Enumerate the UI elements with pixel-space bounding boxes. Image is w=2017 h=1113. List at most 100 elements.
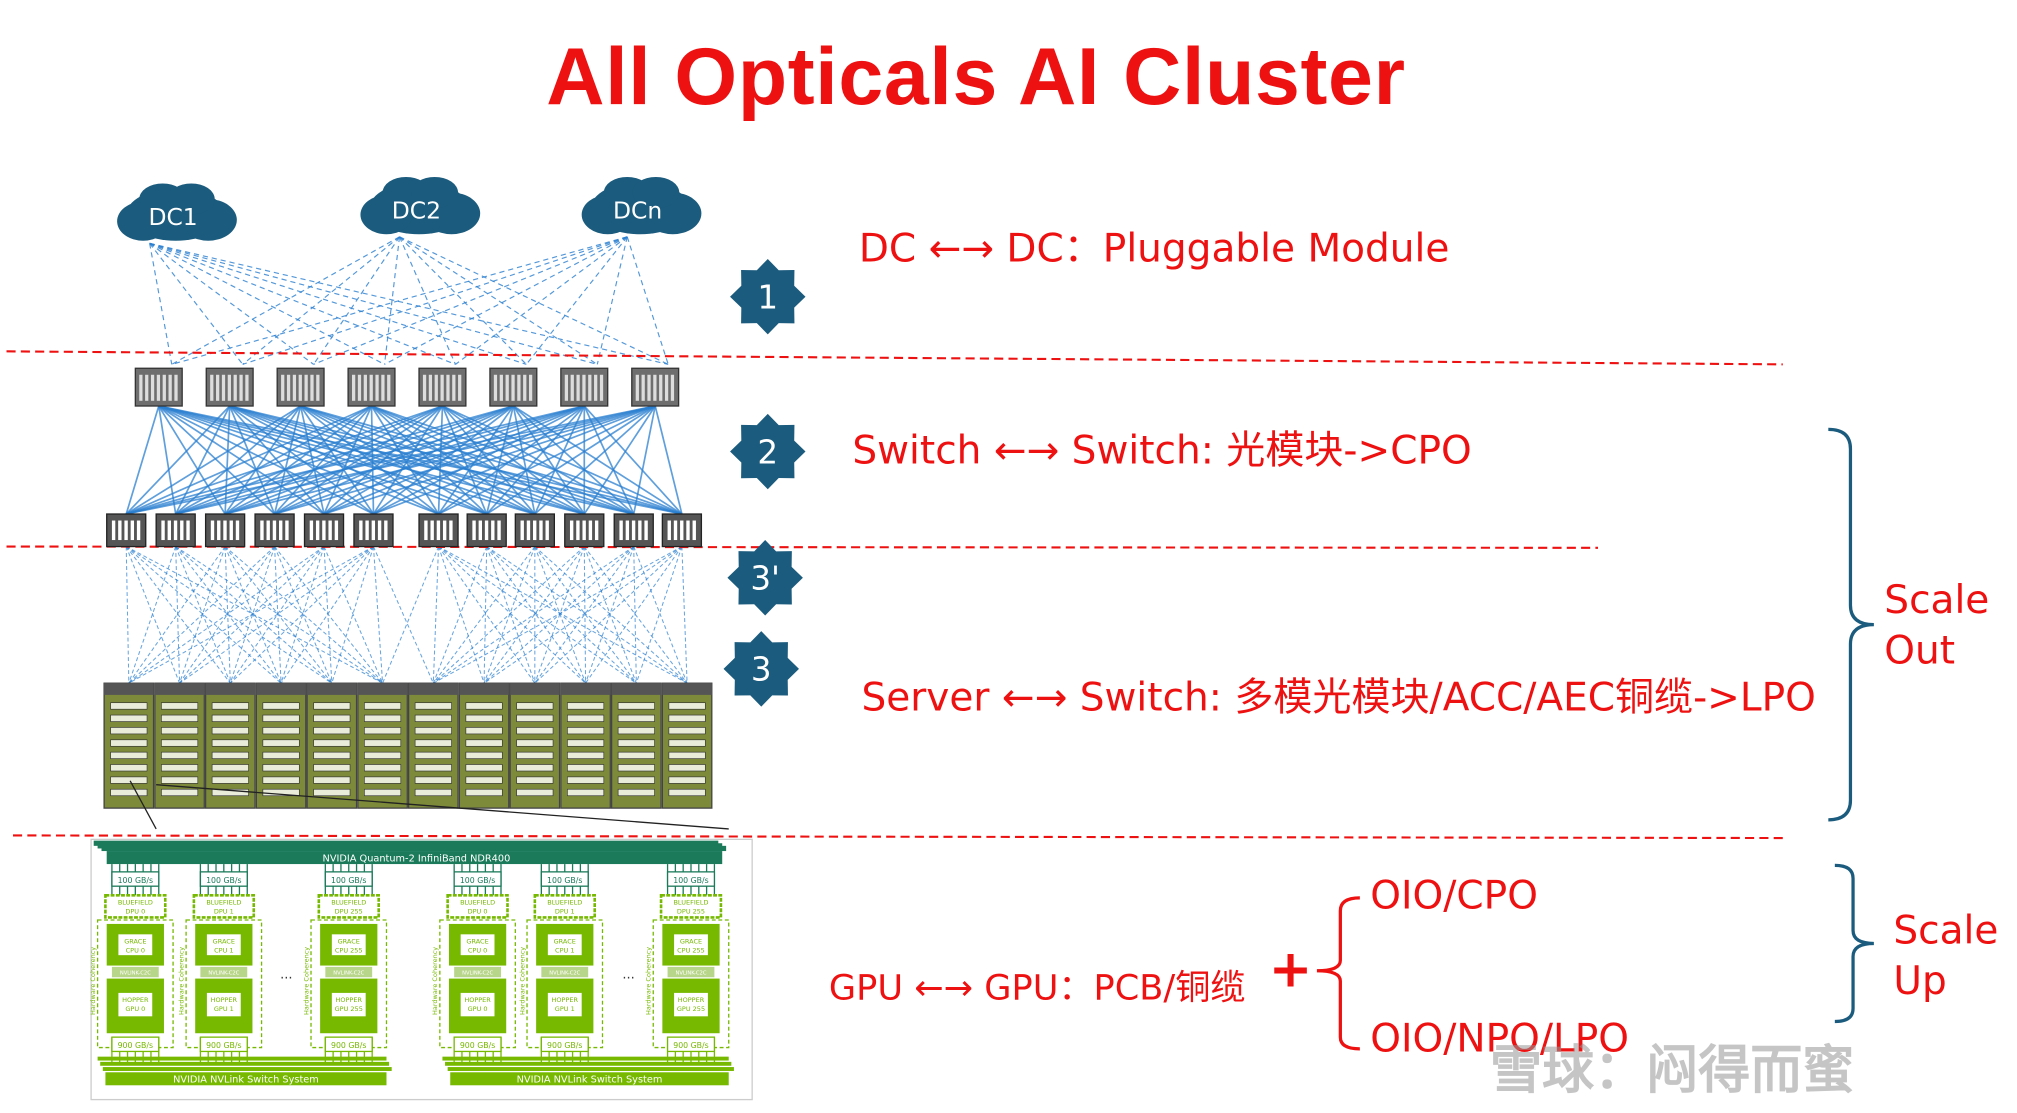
spine-leaf-link: [273, 405, 373, 515]
rack-unit: [617, 714, 655, 722]
dpu-label: BLUEFIELD: [118, 898, 153, 906]
brackets: [1316, 427, 1874, 1051]
rack-unit: [414, 751, 452, 759]
rack-unit: [516, 739, 554, 747]
cloud-lobe: [632, 176, 680, 209]
switch-port: [266, 520, 270, 541]
star-badge-icon: [730, 413, 806, 490]
dpu-box: [533, 893, 596, 919]
switch-port: [452, 374, 456, 401]
leaf-server-link: [125, 546, 282, 684]
switch-port: [493, 374, 498, 401]
gpu-core: [118, 992, 153, 1017]
switch-port: [680, 520, 684, 541]
rack-unit: [567, 702, 605, 710]
scale-up-brace: [1834, 863, 1874, 1024]
spine-leaf-link: [125, 405, 231, 515]
rack-top: [662, 683, 712, 695]
spine-leaf-link: [229, 405, 325, 515]
spine-leaf-link: [229, 405, 374, 515]
rack-unit: [465, 788, 503, 797]
plus-sign: +: [1268, 939, 1313, 1000]
rack-unit: [313, 714, 351, 722]
switch-port: [424, 520, 428, 541]
gpu-options-brace: [1316, 896, 1360, 1051]
rack-unit: [262, 727, 300, 735]
rack-unit: [110, 714, 148, 722]
bw-box: [324, 1036, 373, 1053]
coherency-label: Hardware Coherency: [645, 947, 653, 1015]
option-oio-cpo: OIO/CPO: [1370, 873, 1538, 919]
leaf-server-link: [583, 546, 637, 684]
switch-port: [229, 520, 233, 541]
leaf-server-link: [229, 546, 374, 684]
rack-unit: [414, 764, 452, 772]
bw-box: [540, 871, 589, 887]
switch-port: [517, 374, 521, 401]
leaf-server-link: [175, 546, 333, 684]
gpu-label: HOPPER: [552, 996, 579, 1004]
switch-port: [334, 520, 339, 541]
cloud-icon: DC2: [360, 176, 481, 235]
badge-number: 1: [757, 278, 778, 316]
dpu-box: [317, 893, 380, 919]
switch-port: [174, 374, 178, 401]
spine-leaf-link: [534, 405, 656, 515]
leaf-switch-row: [106, 513, 703, 548]
spine-switch-row: [134, 367, 680, 407]
rack-unit: [262, 764, 300, 772]
dc-uplink: [399, 236, 669, 365]
rack-unit: [110, 739, 148, 747]
ellipsis: ...: [622, 968, 634, 983]
leaf-switch: [254, 513, 295, 548]
switch-port: [523, 374, 527, 401]
rack-unit: [516, 764, 554, 772]
cpu-label: GRACE: [554, 937, 576, 945]
leaf-server-link: [229, 546, 325, 684]
switch-port: [173, 520, 178, 541]
gpu-label: HOPPER: [211, 996, 238, 1004]
nvlink-bar: [450, 1072, 729, 1086]
leaf-server-link: [486, 546, 688, 684]
dpu-label: BLUEFIELD: [206, 898, 241, 906]
spine-leaf-link: [174, 405, 231, 515]
dc-uplink: [313, 236, 628, 365]
rack-unit: [414, 727, 452, 735]
switch-port: [434, 374, 438, 401]
spine-leaf-link: [224, 405, 231, 515]
switch-port: [545, 520, 549, 541]
rack-unit: [465, 727, 503, 735]
dpu-label: BLUEFIELD: [547, 898, 582, 906]
rack-unit: [211, 764, 249, 772]
rack-unit: [262, 751, 300, 759]
spine-leaf-link: [274, 405, 656, 515]
switch-port: [664, 374, 669, 401]
dc-uplink: [149, 243, 173, 365]
switch-port: [381, 374, 385, 401]
c2c-label: NVLINK-C2C: [462, 971, 493, 977]
leaf-server-link: [633, 546, 688, 684]
bw-top-label: 100 GB/s: [460, 876, 495, 885]
gpu-core: [206, 992, 241, 1017]
leaf-server-link: [128, 546, 226, 684]
rack-unit: [516, 751, 554, 759]
star-badge-icon: [723, 631, 799, 707]
spine-switch: [489, 367, 538, 407]
coherency-label: Hardware Coherency: [89, 947, 97, 1015]
switch-port: [328, 520, 332, 541]
switch-port: [667, 520, 671, 541]
switch-port: [375, 374, 379, 401]
switch-port: [528, 374, 533, 401]
rack-unit: [668, 764, 706, 772]
rack-unit: [211, 788, 249, 797]
switch-port: [298, 374, 302, 401]
rack-unit: [110, 727, 148, 735]
leaf-server-link: [372, 546, 434, 684]
leaf-server-link: [438, 546, 536, 684]
rack-unit: [313, 751, 351, 759]
spine-leaf-link: [373, 405, 585, 515]
spine-leaf-link: [373, 405, 656, 515]
rack-unit: [364, 727, 402, 735]
